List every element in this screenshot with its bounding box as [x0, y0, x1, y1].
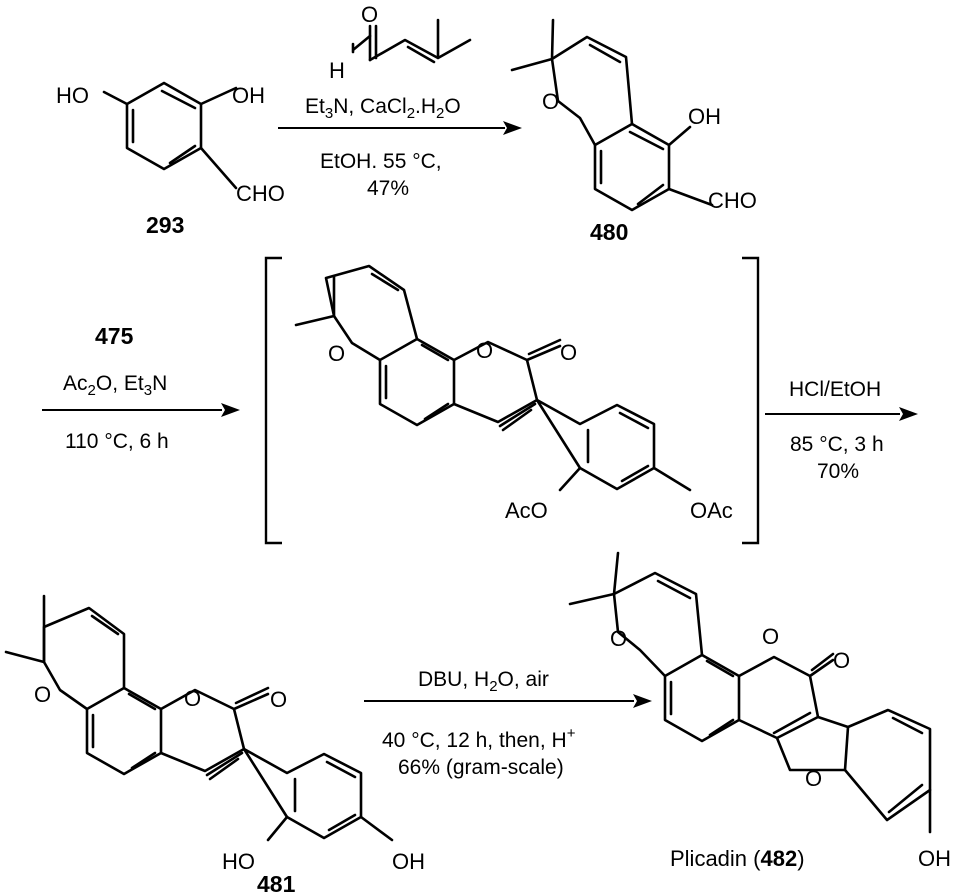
reagent-prenal: O H [329, 2, 472, 83]
carbonyl-oxygen-text: O [833, 648, 850, 673]
conditions-step-3-line-2: 85 °C, 3 h [790, 433, 884, 456]
compound-name-plicadin: Plicadin (482) [670, 846, 805, 871]
ring-oxygen-text: O [610, 626, 627, 651]
hydroxy-left-text: HO [222, 849, 255, 874]
compound-label-293: 293 [146, 212, 184, 238]
acetoxy-left-text: AcO [505, 498, 548, 523]
hydroxy-text: OH [918, 846, 951, 871]
intermediate-brackets [264, 256, 760, 545]
conditions-step-3-line-1: HCl/EtOH [789, 378, 881, 401]
carbonyl-oxygen-text: O [560, 340, 577, 365]
reagent-label-475: 475 [95, 323, 134, 349]
compound-481: O O O HO OH 481 [4, 594, 425, 895]
aldehyde-hydrogen-text: H [329, 58, 345, 83]
compound-label-480: 480 [590, 219, 628, 245]
conditions-step-1: Et3N, CaCl2.H2O EtOH. 55 °C, 47% [305, 95, 461, 200]
reaction-arrow-2 [42, 403, 240, 417]
aldehyde-oxygen-text: O [361, 2, 378, 27]
hydroxy-text: OH [688, 104, 721, 129]
lactone-oxygen-text: O [184, 686, 201, 711]
svg-text:Et3N, CaCl2.H2O: Et3N, CaCl2.H2O [305, 95, 461, 122]
carbonyl-oxygen-text: O [270, 687, 287, 712]
hydroxy-right-text: OH [232, 83, 265, 108]
lactone-oxygen-text: O [762, 624, 779, 649]
conditions-step-3: HCl/EtOH 85 °C, 3 h 70% [789, 378, 884, 483]
conditions-step-2: 475 Ac2O, Et3N 110 °C, 6 h [63, 323, 169, 453]
conditions-step-4: DBU, H2O, air 40 °C, 12 h, then, H+ 66% … [382, 668, 576, 779]
reaction-arrow-1 [278, 121, 522, 135]
reaction-arrow-3 [765, 407, 918, 421]
compound-482-plicadin: O O O O OH Plicadin (482) [568, 551, 951, 871]
reaction-arrow-4 [364, 694, 652, 708]
svg-text:DBU, H2O, air: DBU, H2O, air [418, 668, 549, 695]
conditions-step-1-line-3: 47% [367, 177, 409, 200]
ring-oxygen-text: O [34, 682, 51, 707]
aldehyde-text: CHO [236, 181, 285, 206]
hydroxy-right-text: OH [392, 849, 425, 874]
conditions-step-2-line-2: 110 °C, 6 h [65, 430, 169, 453]
aldehyde-text: CHO [708, 188, 757, 213]
svg-text:40 °C, 12 h, then, H+: 40 °C, 12 h, then, H+ [382, 725, 576, 752]
conditions-step-4-line-3: 66% (gram-scale) [398, 756, 564, 779]
compound-label-481: 481 [257, 871, 296, 895]
hydroxy-left-text: HO [56, 83, 89, 108]
intermediate-diacetate: O O O AcO OAc [294, 264, 733, 523]
compound-480: O OH CHO 480 [510, 18, 757, 245]
ring-oxygen-text: O [328, 341, 345, 366]
conditions-step-1-line-2: EtOH. 55 °C, [320, 150, 442, 173]
svg-text:Ac2O, Et3N: Ac2O, Et3N [63, 372, 167, 399]
furan-oxygen-text: O [805, 766, 822, 791]
conditions-step-3-line-3: 70% [817, 460, 859, 483]
compound-293: HO OH CHO 293 [56, 81, 285, 238]
lactone-oxygen-text: O [476, 338, 493, 363]
acetoxy-right-text: OAc [690, 498, 733, 523]
ring-oxygen-text: O [542, 89, 559, 114]
